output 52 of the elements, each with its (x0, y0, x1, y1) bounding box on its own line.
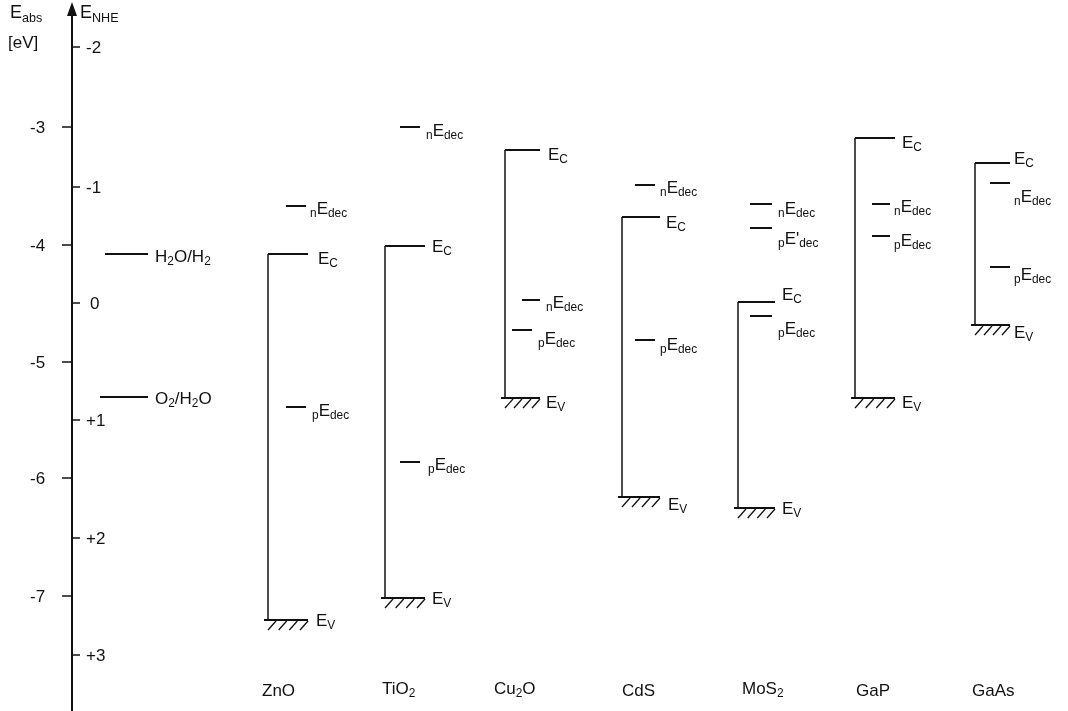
level-label: E$_{V}$ (432, 589, 452, 611)
level-label: $_{p}$E$_{dec}$ (428, 455, 466, 477)
tick-label: -2 (86, 38, 102, 56)
level-label: E$_{C}$ (902, 133, 922, 155)
tick-label: +2 (86, 529, 106, 547)
material-label: ZnO (262, 681, 296, 699)
level-label: $_{n}$E$_{dec}$ (894, 197, 932, 219)
material-label: CdS (622, 681, 656, 699)
level-label: $_{p}$E'$_{dec}$ (778, 229, 819, 251)
redox-label: H$_{2}$O/H$_{2}$ (155, 247, 211, 269)
tick-label: -6 (30, 469, 46, 487)
level-label: E$_{V}$ (668, 495, 688, 517)
axis-label: E$_{NHE}$ (80, 3, 119, 25)
level-label: E$_{C}$ (1014, 149, 1034, 171)
axis-label: E$_{abs}$ (10, 3, 43, 25)
material-label: Cu$_{2}$O (494, 679, 536, 701)
material-label: GaP (856, 681, 891, 699)
level-label: E$_{V}$ (782, 499, 802, 521)
redox-label: O$_{2}$/H$_{2}$O (155, 389, 212, 411)
level-label: E$_{C}$ (666, 213, 686, 235)
level-label: E$_{C}$ (318, 249, 338, 271)
level-label: $_{p}$E$_{dec}$ (312, 401, 350, 423)
tick-label: 0 (90, 294, 100, 312)
tick-label: -5 (30, 353, 46, 371)
level-label: $_{n}$E$_{dec}$ (1014, 187, 1052, 209)
level-label: E$_{V}$ (316, 611, 336, 633)
level-label: $_{p}$E$_{dec}$ (538, 329, 576, 351)
level-label: $_{n}$E$_{dec}$ (660, 178, 698, 200)
unit-label: [eV] (8, 33, 39, 51)
level-label: E$_{V}$ (1014, 323, 1034, 345)
tick-label: -4 (30, 236, 46, 254)
tick-label: -1 (86, 178, 102, 196)
material-label: GaAs (972, 681, 1015, 699)
level-label: E$_{C}$ (548, 145, 568, 167)
level-label: $_{n}$E$_{dec}$ (310, 199, 348, 221)
level-label: E$_{V}$ (902, 393, 922, 415)
level-label: $_{n}$E$_{dec}$ (426, 121, 464, 143)
tick-label: -3 (30, 118, 46, 136)
tick-label: -7 (30, 587, 46, 605)
level-label: $_{n}$E$_{dec}$ (778, 199, 816, 221)
material-label: TiO$_{2}$ (382, 679, 416, 701)
tick-label: +3 (86, 646, 106, 664)
level-label: $_{p}$E$_{dec}$ (1014, 265, 1052, 287)
level-label: $_{p}$E$_{dec}$ (778, 319, 816, 341)
material-label: MoS$_{2}$ (742, 679, 784, 701)
level-label: E$_{C}$ (432, 237, 452, 259)
level-label: $_{p}$E$_{dec}$ (894, 231, 932, 253)
level-label: $_{n}$E$_{dec}$ (546, 293, 584, 315)
level-label: E$_{V}$ (546, 393, 566, 415)
level-label: E$_{C}$ (782, 285, 802, 307)
tick-label: +1 (86, 411, 106, 429)
level-label: $_{p}$E$_{dec}$ (660, 335, 698, 357)
